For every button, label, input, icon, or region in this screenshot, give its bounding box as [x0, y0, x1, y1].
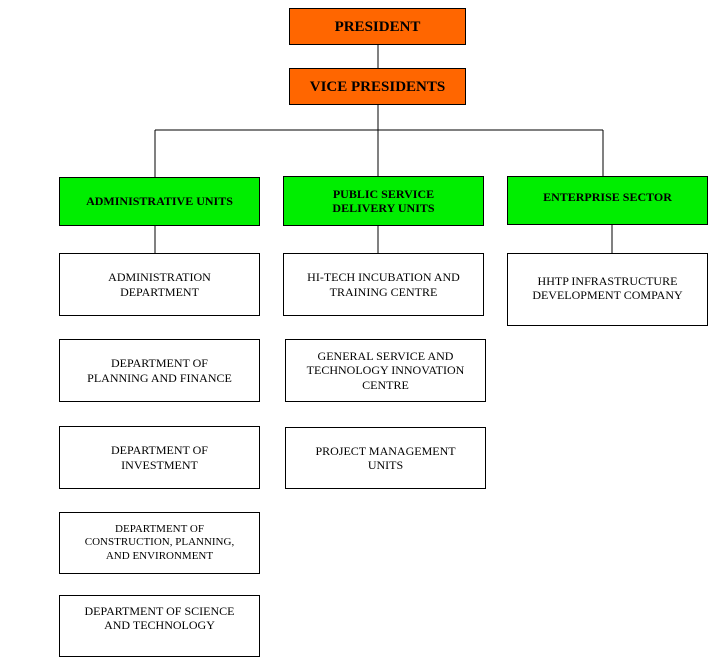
- vice-presidents-label: VICE PRESIDENTS: [309, 78, 446, 95]
- investment-department-box: DEPARTMENT OF INVESTMENT: [59, 426, 260, 489]
- unit-label: DEPARTMENT OF INVESTMENT: [111, 443, 208, 472]
- administration-department-box: ADMINISTRATION DEPARTMENT: [59, 253, 260, 316]
- enterprise-sector-box: ENTERPRISE SECTOR: [507, 176, 708, 225]
- administrative-units-box: ADMINISTRATIVE UNITS: [59, 177, 260, 226]
- president-label: PRESIDENT: [334, 18, 421, 35]
- unit-label: ADMINISTRATION DEPARTMENT: [108, 270, 211, 299]
- science-technology-department-box: DEPARTMENT OF SCIENCE AND TECHNOLOGY: [59, 595, 260, 657]
- hi-tech-incubation-centre-box: HI-TECH INCUBATION AND TRAINING CENTRE: [283, 253, 484, 316]
- unit-label: PROJECT MANAGEMENT UNITS: [315, 443, 456, 472]
- president-box: PRESIDENT: [289, 8, 466, 45]
- vice-presidents-box: VICE PRESIDENTS: [289, 68, 466, 105]
- planning-finance-department-box: DEPARTMENT OF PLANNING AND FINANCE: [59, 339, 260, 402]
- general-service-innovation-centre-box: GENERAL SERVICE AND TECHNOLOGY INNOVATIO…: [285, 339, 486, 402]
- unit-label: DEPARTMENT OF SCIENCE AND TECHNOLOGY: [84, 604, 235, 633]
- unit-label: HI-TECH INCUBATION AND TRAINING CENTRE: [307, 270, 460, 299]
- unit-label: GENERAL SERVICE AND TECHNOLOGY INNOVATIO…: [306, 348, 465, 392]
- infrastructure-development-company-box: HHTP INFRASTRUCTURE DEVELOPMENT COMPANY: [507, 253, 708, 326]
- administrative-units-label: ADMINISTRATIVE UNITS: [86, 194, 233, 209]
- unit-label: DEPARTMENT OF CONSTRUCTION, PLANNING, AN…: [84, 523, 235, 562]
- unit-label: DEPARTMENT OF PLANNING AND FINANCE: [87, 356, 232, 385]
- enterprise-sector-label: ENTERPRISE SECTOR: [543, 190, 672, 204]
- construction-planning-environment-department-box: DEPARTMENT OF CONSTRUCTION, PLANNING, AN…: [59, 512, 260, 574]
- public-service-units-box: PUBLIC SERVICE DELIVERY UNITS: [283, 176, 484, 226]
- project-management-units-box: PROJECT MANAGEMENT UNITS: [285, 427, 486, 489]
- public-service-units-label: PUBLIC SERVICE DELIVERY UNITS: [332, 186, 435, 215]
- unit-label: HHTP INFRASTRUCTURE DEVELOPMENT COMPANY: [532, 274, 683, 303]
